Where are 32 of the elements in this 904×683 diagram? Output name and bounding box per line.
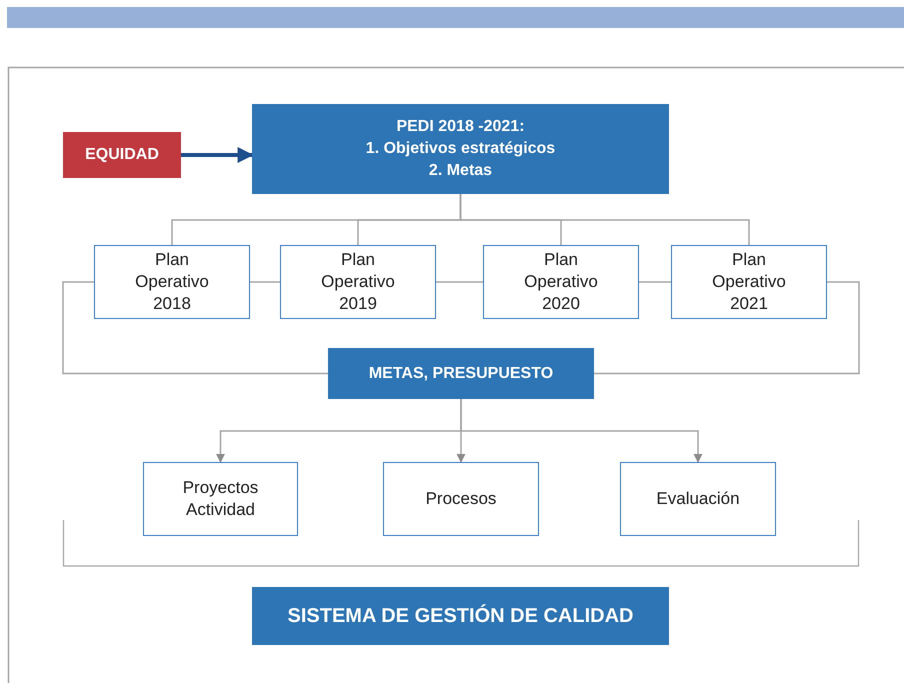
- connector-line: [250, 281, 280, 283]
- box-text: Plan Operativo 2018: [134, 249, 210, 315]
- connector-line: [460, 194, 750, 245]
- box-text: SISTEMA DE GESTIÓN DE CALIDAD: [288, 605, 634, 627]
- box-text: EQUIDAD: [85, 145, 159, 165]
- process-box: [328, 348, 594, 399]
- box-text: Plan Operativo 2019: [320, 249, 396, 315]
- box-text: Proyectos Actividad: [182, 477, 260, 521]
- box-text: Procesos: [426, 488, 496, 510]
- box-text: PEDI 2018 -2021:: [396, 117, 525, 137]
- plan-box: [280, 245, 436, 319]
- box-text: Evaluación: [656, 488, 740, 510]
- box-text: Plan Operativo 2020: [523, 249, 599, 315]
- label-box: [63, 132, 181, 178]
- process-box: [252, 587, 669, 645]
- process-box: [252, 104, 669, 194]
- plan-box: [94, 245, 250, 319]
- connector-line: [62, 281, 328, 374]
- box-text: 1. Objetivos estratégicos: [366, 139, 556, 159]
- box-text: METAS, PRESUPUESTO: [368, 364, 554, 384]
- plan-box: [620, 462, 776, 536]
- plan-box: [383, 462, 539, 536]
- arrow: [460, 399, 702, 463]
- box-text: Plan Operativo 2021: [711, 249, 787, 315]
- plan-box: [483, 245, 639, 319]
- box-text: 2. Metas: [428, 161, 492, 181]
- plan-box: [671, 245, 827, 319]
- connector-line: [594, 281, 860, 374]
- connector-line: [436, 281, 483, 283]
- arrow: [181, 147, 254, 163]
- connector-line: [639, 281, 671, 283]
- plan-box: [143, 462, 298, 536]
